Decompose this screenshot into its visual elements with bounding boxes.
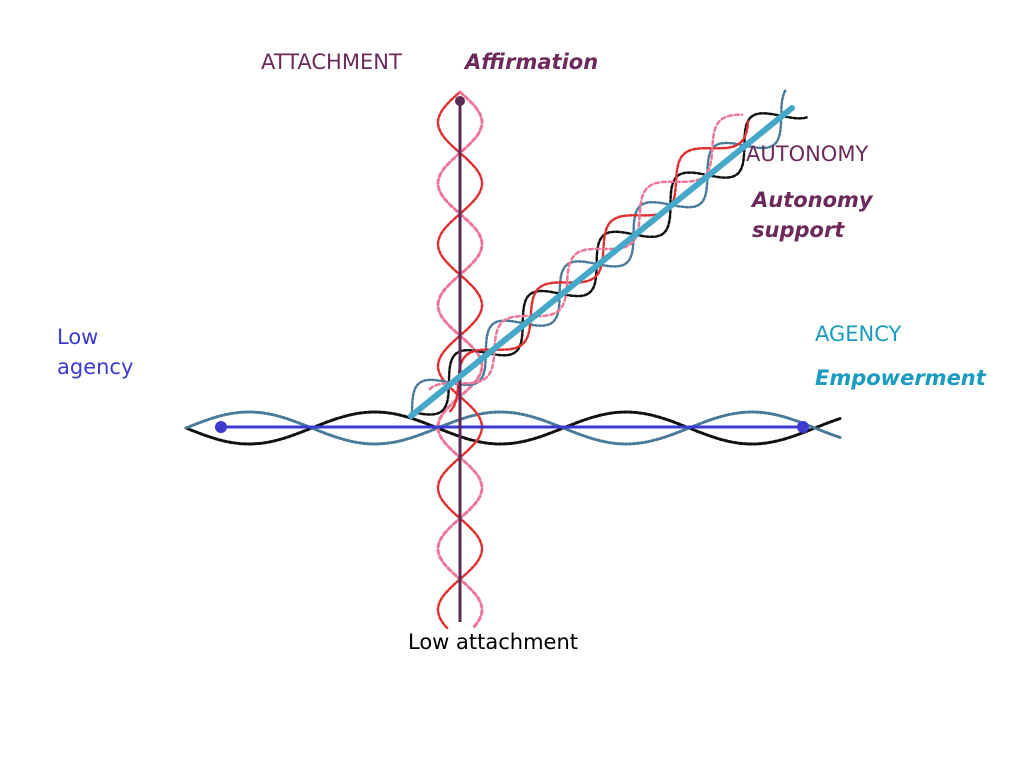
autonomy-axis-line	[408, 105, 795, 419]
low-agency-label: Low agency	[57, 325, 134, 380]
autonomy-label: AUTONOMY	[746, 142, 869, 166]
agency-helix-strand-b	[184, 410, 842, 446]
low-attachment-label: Low attachment	[408, 630, 579, 654]
agency-axis-high-dot	[797, 421, 809, 433]
autonomy-support-label: Autonomy support	[752, 188, 873, 243]
agency-axis-low-dot	[215, 421, 227, 433]
autonomy-helix-strand-c	[448, 120, 750, 413]
attachment-axis-top-dot	[455, 96, 465, 106]
affirmation-label: Affirmation	[465, 50, 599, 74]
agency-label: AGENCY	[815, 322, 902, 346]
attachment-helix-strand-a	[436, 90, 484, 630]
agency-helix-strand-a	[184, 410, 842, 446]
autonomy-helix-strand-b	[410, 89, 787, 414]
attachment-label: ATTACHMENT	[261, 50, 402, 74]
empowerment-label: Empowerment	[815, 366, 986, 390]
autonomy-helix-strand-d	[428, 113, 744, 391]
